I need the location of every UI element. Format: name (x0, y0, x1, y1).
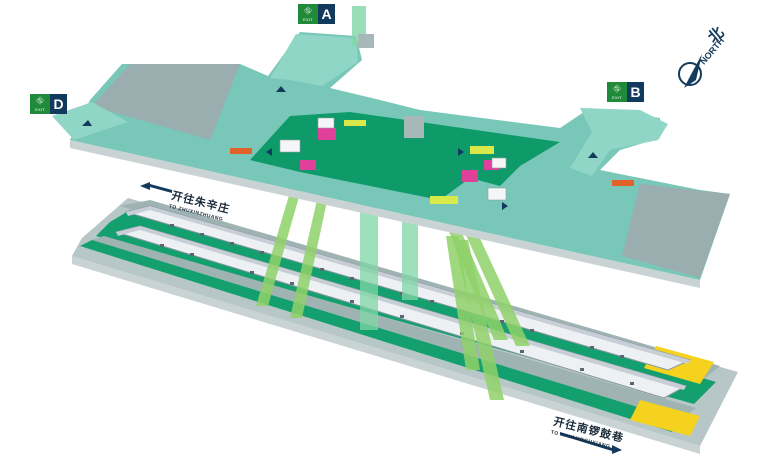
flow-arrow-1 (276, 86, 286, 92)
stair-4 (452, 204, 530, 346)
platform-front-strip (80, 240, 680, 432)
exit-icon-text: EXIT (612, 94, 622, 100)
running-person-icon: ⛗ (36, 95, 44, 107)
exit-a-block (358, 34, 374, 48)
corridor-exit-a (270, 34, 358, 86)
central-column (404, 116, 424, 138)
ticket-machine-2 (300, 160, 316, 170)
fare-gates-3 (317, 117, 335, 129)
compass-arrow-icon (678, 54, 702, 88)
concourse-slab-side (70, 140, 700, 288)
exit-a-badge: ⛗ EXIT A (298, 4, 335, 24)
direction-arrow-left (140, 182, 172, 193)
exit-a-letter: A (318, 4, 335, 24)
ticket-machine-1 (318, 128, 336, 140)
train-lower-roof (116, 226, 686, 390)
platform-end-yellow-lower (630, 400, 700, 436)
exit-d-letter: D (50, 94, 67, 114)
stair-opening-1 (344, 120, 366, 126)
running-person-icon: ⛗ (304, 5, 312, 17)
concourse-gray-zone-right (622, 184, 730, 278)
flow-arrow-4 (266, 148, 272, 156)
elevator-shaft-1 (360, 180, 378, 330)
stair-opening-2 (470, 146, 494, 154)
exit-icon: ⛗ EXIT (607, 82, 627, 102)
concourse-gray-zone-left (92, 64, 240, 140)
exit-d-badge: ⛗ EXIT D (30, 94, 67, 114)
running-person-icon: ⛗ (613, 83, 621, 95)
north-compass: 北 NORTH (668, 24, 738, 104)
ticket-machine-3 (462, 170, 478, 182)
flow-arrow-5 (502, 202, 508, 210)
fare-gates-1 (279, 139, 301, 153)
flow-arrow-6 (458, 148, 464, 156)
stair-2 (290, 178, 332, 318)
fare-gates-4 (491, 157, 507, 169)
exit-b-letter: B (627, 82, 644, 102)
direction-arrow-right (560, 432, 622, 454)
corridor-exit-b (570, 108, 668, 176)
concourse-level (52, 6, 730, 288)
train-upper-roof (126, 206, 690, 364)
exit-icon: ⛗ EXIT (298, 4, 318, 24)
barrier-orange-right (612, 180, 634, 186)
exit-icon: ⛗ EXIT (30, 94, 50, 114)
platform-level (72, 182, 738, 454)
stair-5 (446, 236, 480, 370)
corridor-exit-d (52, 102, 128, 140)
exit-icon-text: EXIT (303, 16, 313, 22)
flow-arrow-3 (588, 152, 598, 158)
track-lower (92, 236, 696, 420)
stair-opening-3 (430, 196, 458, 204)
elevator-shaft-2 (402, 200, 418, 300)
exit-b-badge: ⛗ EXIT B (607, 82, 644, 102)
stair-1 (256, 172, 306, 306)
platform-slab-side (72, 256, 700, 454)
exit-icon-text: EXIT (35, 106, 45, 112)
flow-arrow-2 (82, 120, 92, 126)
vertical-circulation (256, 170, 530, 400)
fare-gates-2 (487, 187, 507, 201)
barrier-orange-left (230, 148, 252, 154)
stair-6 (454, 240, 504, 400)
